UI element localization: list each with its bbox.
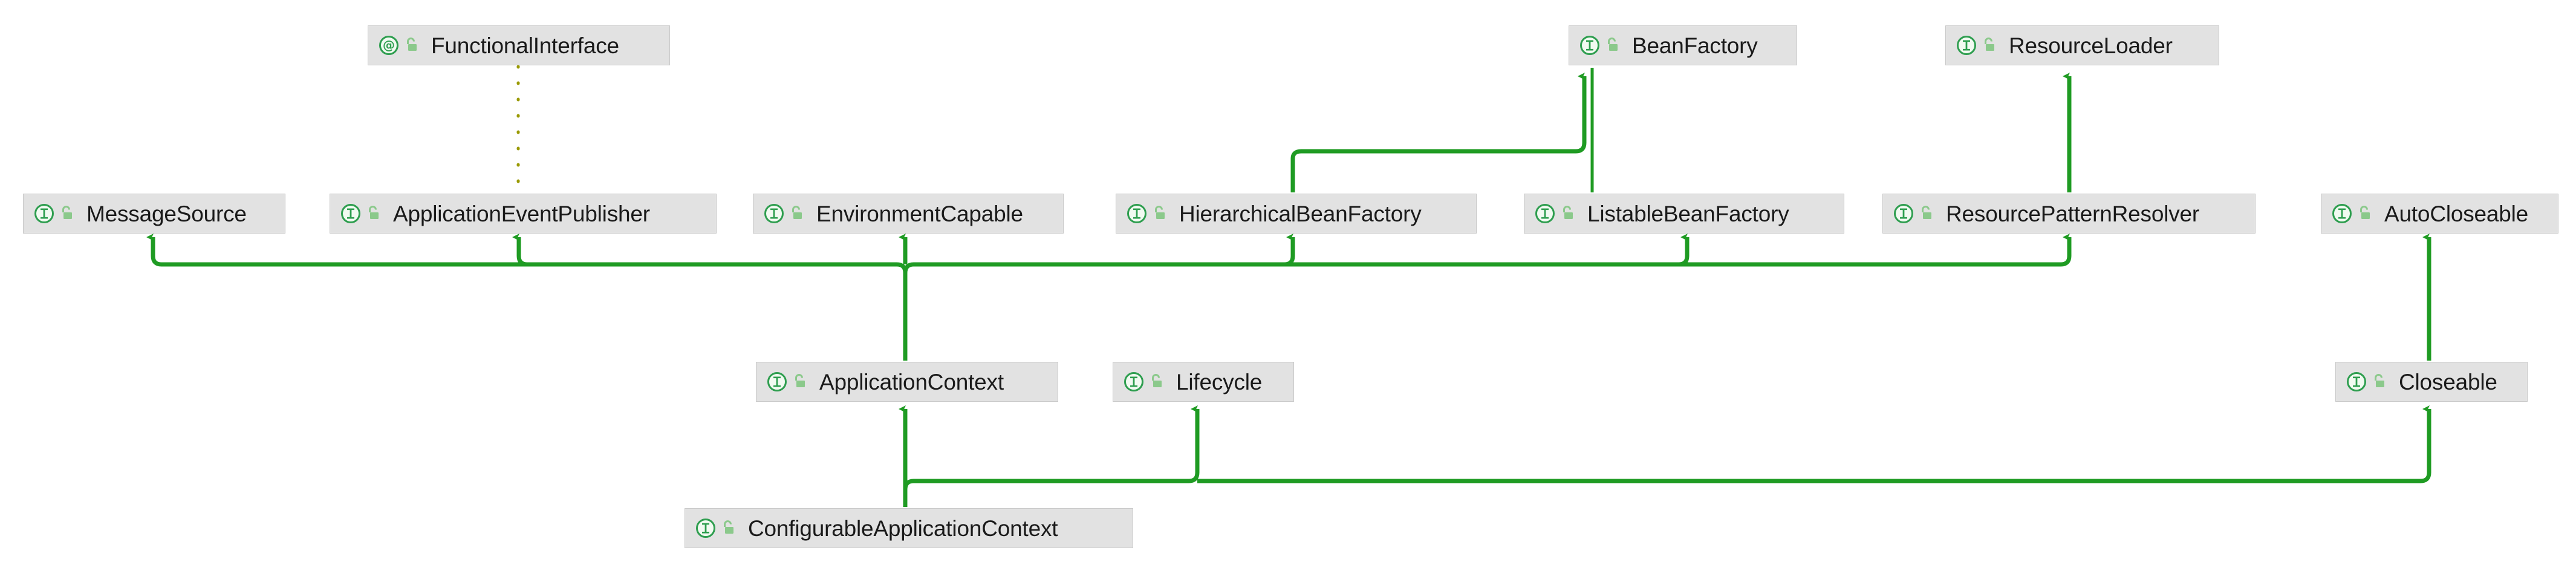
edge-applicationcontext-hierarchicalbeanfactory bbox=[1284, 234, 1295, 267]
unlocked-lock-icon bbox=[1152, 374, 1162, 387]
annotation-icon: @ bbox=[379, 36, 398, 55]
unlocked-lock-icon bbox=[2360, 206, 2370, 219]
node-icon-group bbox=[1125, 201, 1167, 226]
unlocked-lock-icon bbox=[795, 374, 805, 387]
unlocked-lock-icon bbox=[2375, 374, 2384, 387]
type-node-resource-loader[interactable]: ResourceLoader bbox=[1945, 25, 2219, 65]
edge-applicationcontext-riser-left bbox=[896, 262, 908, 315]
type-node-label-application-event-publisher: ApplicationEventPublisher bbox=[393, 201, 650, 226]
node-icon-group bbox=[1122, 370, 1164, 394]
node-icon-group bbox=[2330, 201, 2372, 226]
node-icon-group bbox=[32, 201, 74, 226]
unlocked-lock-icon bbox=[407, 38, 417, 51]
type-node-label-lifecycle: Lifecycle bbox=[1176, 369, 1263, 394]
type-node-hierarchical-bean-factory[interactable]: HierarchicalBeanFactory bbox=[1116, 194, 1477, 234]
type-node-application-context[interactable]: ApplicationContext bbox=[756, 362, 1058, 402]
type-node-configurable-application-context[interactable]: ConfigurableApplicationContext bbox=[685, 508, 1133, 548]
interface-icon bbox=[696, 519, 715, 538]
type-node-label-hierarchical-bean-factory: HierarchicalBeanFactory bbox=[1179, 201, 1422, 226]
type-node-label-listable-bean-factory: ListableBeanFactory bbox=[1587, 201, 1789, 226]
unlocked-lock-icon bbox=[369, 206, 379, 219]
type-node-closeable[interactable]: Closeable bbox=[2335, 362, 2528, 402]
edge-configurableapplicationcontext-closeable bbox=[1197, 405, 2431, 483]
type-node-label-configurable-application-context: ConfigurableApplicationContext bbox=[748, 515, 1058, 541]
type-node-environment-capable[interactable]: EnvironmentCapable bbox=[753, 194, 1064, 234]
unlocked-lock-icon bbox=[1922, 206, 1931, 219]
type-node-application-event-publisher[interactable]: ApplicationEventPublisher bbox=[330, 194, 717, 234]
type-node-label-auto-closeable: AutoCloseable bbox=[2384, 201, 2529, 226]
node-icon-group bbox=[1533, 201, 1575, 226]
node-icon-group bbox=[2344, 370, 2387, 394]
node-icon-group bbox=[1891, 201, 1934, 226]
type-node-label-environment-capable: EnvironmentCapable bbox=[816, 201, 1023, 226]
node-icon-group bbox=[765, 370, 807, 394]
interface-icon bbox=[34, 204, 54, 223]
node-icon-group: @ bbox=[377, 33, 419, 57]
edge-applicationcontext-listablebeanfactory bbox=[1678, 234, 1690, 267]
interface-icon bbox=[764, 204, 784, 223]
type-node-functional-interface[interactable]: @ FunctionalInterface bbox=[368, 25, 670, 65]
edge-configurableapplicationcontext-lifecycle bbox=[914, 405, 1200, 483]
unlocked-lock-icon bbox=[724, 520, 733, 534]
type-node-label-closeable: Closeable bbox=[2399, 369, 2497, 394]
node-icon-group bbox=[339, 201, 381, 226]
edge-applicationcontext-applicationeventpublisher bbox=[512, 234, 528, 267]
unlocked-lock-icon bbox=[1608, 38, 1618, 51]
type-node-lifecycle[interactable]: Lifecycle bbox=[1113, 362, 1294, 402]
unlocked-lock-icon bbox=[792, 206, 802, 219]
type-node-message-source[interactable]: MessageSource bbox=[23, 194, 285, 234]
unlocked-lock-icon bbox=[1985, 38, 1994, 51]
interface-icon bbox=[341, 204, 360, 223]
type-node-resource-pattern-resolver[interactable]: ResourcePatternResolver bbox=[1882, 194, 2256, 234]
unlocked-lock-icon bbox=[1155, 206, 1165, 219]
unlocked-lock-icon bbox=[62, 206, 72, 219]
svg-text:@: @ bbox=[383, 38, 395, 53]
type-node-label-application-context: ApplicationContext bbox=[819, 369, 1004, 394]
interface-icon bbox=[1957, 36, 1976, 55]
node-icon-group bbox=[1578, 33, 1620, 57]
type-node-label-functional-interface: FunctionalInterface bbox=[431, 33, 619, 58]
interface-icon bbox=[1127, 204, 1147, 223]
interface-icon bbox=[2347, 372, 2366, 391]
edge-applicationcontext-riser bbox=[903, 262, 914, 361]
type-node-label-resource-pattern-resolver: ResourcePatternResolver bbox=[1946, 201, 2200, 226]
edge-applicationcontext-bus-right bbox=[914, 234, 2072, 267]
type-node-listable-bean-factory[interactable]: ListableBeanFactory bbox=[1524, 194, 1844, 234]
type-node-label-resource-loader: ResourceLoader bbox=[2009, 33, 2173, 58]
interface-icon bbox=[1894, 204, 1913, 223]
interface-icon bbox=[1580, 36, 1599, 55]
edge-configurableapplicationcontext-riser bbox=[903, 479, 914, 507]
interface-icon bbox=[1535, 204, 1555, 223]
node-icon-group bbox=[1954, 33, 1997, 57]
type-node-label-message-source: MessageSource bbox=[86, 201, 247, 226]
interface-icon bbox=[767, 372, 787, 391]
edge-hierarchicalbeanfactory-beanfactory bbox=[1290, 73, 1587, 192]
edge-applicationcontext-bus-left bbox=[146, 234, 897, 267]
unlocked-lock-icon bbox=[1563, 206, 1573, 219]
node-icon-group bbox=[762, 201, 804, 226]
node-icon-group bbox=[694, 516, 736, 540]
interface-icon bbox=[1124, 372, 1143, 391]
type-node-label-bean-factory: BeanFactory bbox=[1632, 33, 1758, 58]
type-node-bean-factory[interactable]: BeanFactory bbox=[1569, 25, 1797, 65]
type-node-auto-closeable[interactable]: AutoCloseable bbox=[2321, 194, 2558, 234]
interface-icon bbox=[2332, 204, 2352, 223]
